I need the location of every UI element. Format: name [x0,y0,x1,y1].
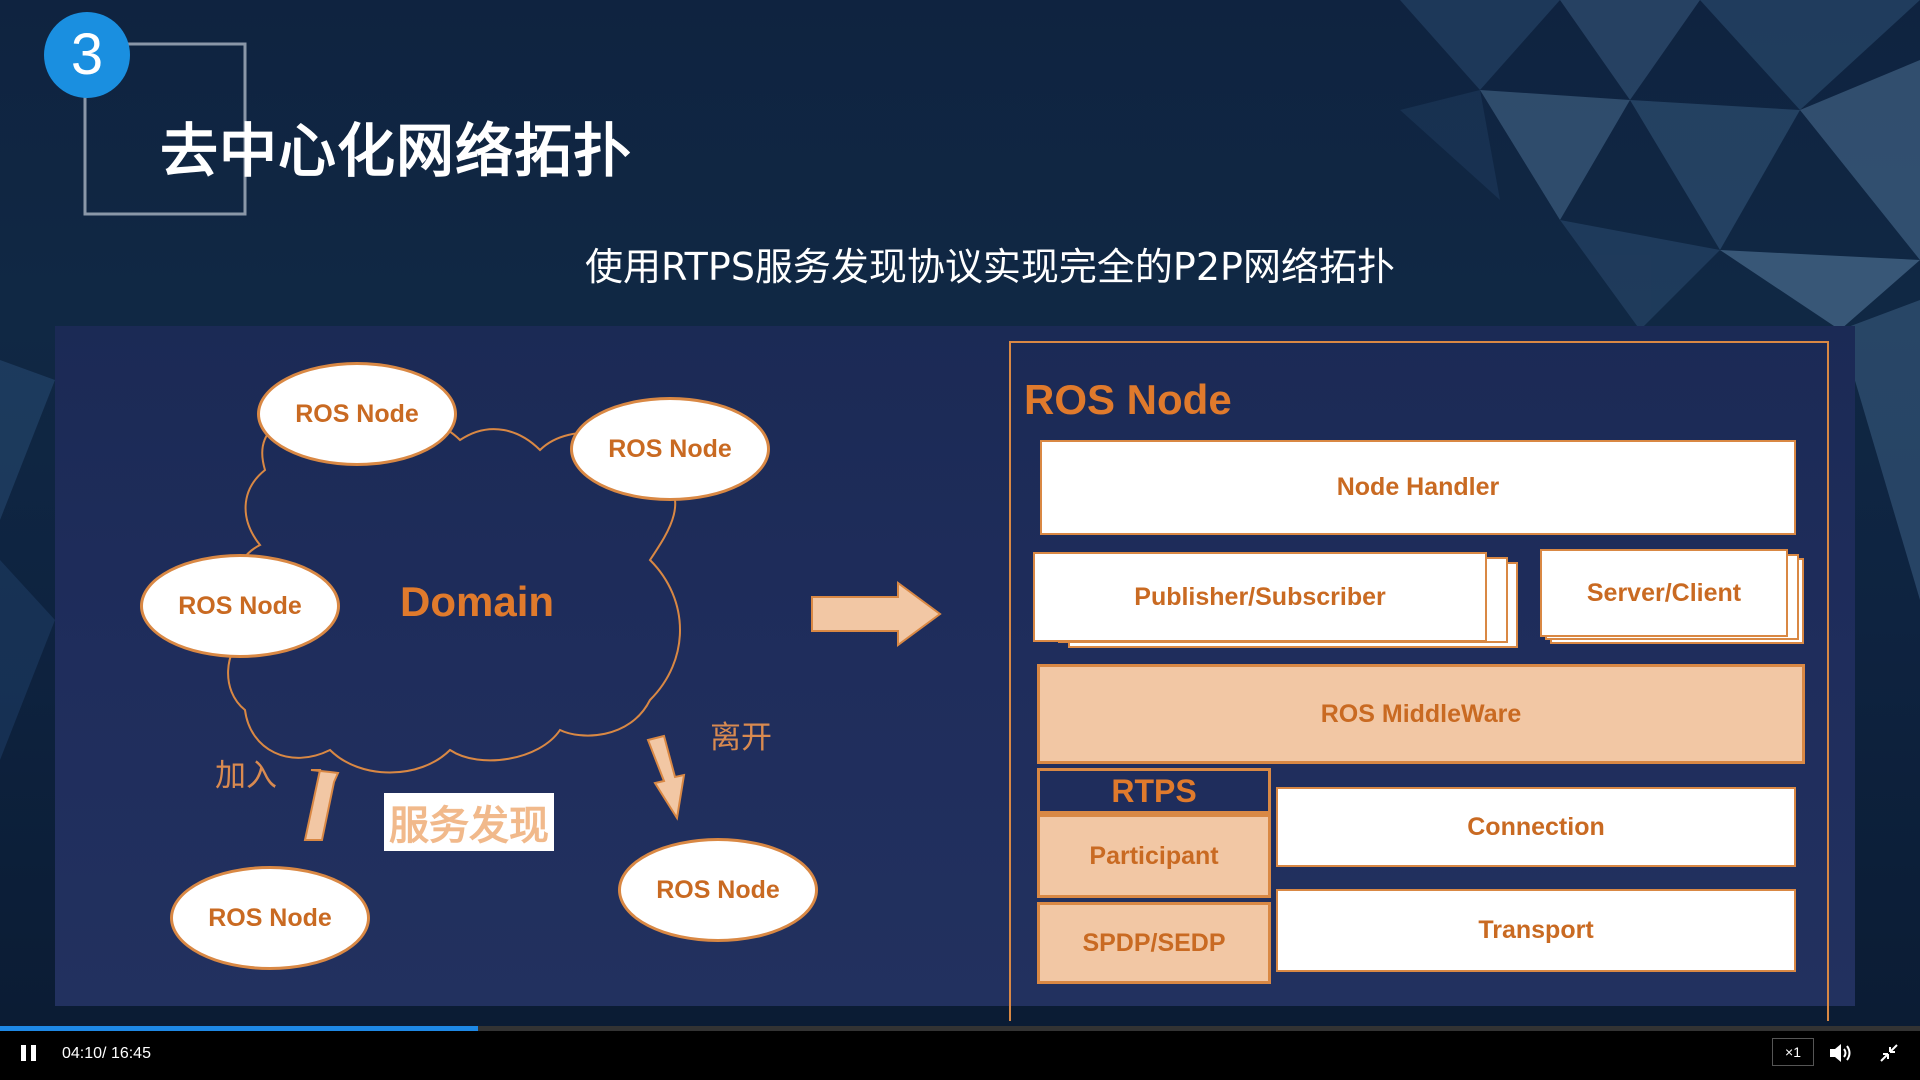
participant-box: Participant [1037,814,1271,898]
ros-node-ellipse: ROS Node [170,866,370,970]
ros-node-title: ROS Node [1024,376,1232,423]
slide-number-badge: 3 [44,12,130,98]
pause-icon [21,1045,36,1061]
server-client-box: Server/Client [1540,549,1788,637]
exit-fullscreen-button[interactable] [1878,1042,1900,1064]
connection-box: Connection [1276,787,1796,867]
ros-node-ellipse: ROS Node [257,362,457,466]
exit-fullscreen-icon [1880,1044,1898,1062]
up-arrow-icon [303,769,340,841]
service-discovery-label: 服务发现 [384,793,554,851]
domain-label: Domain [400,578,555,625]
domain-cloud-diagram [227,410,942,841]
progress-fill [0,1026,479,1031]
volume-icon [1830,1044,1851,1062]
slide-subtitle: 使用RTPS服务发现协议实现完全的P2P网络拓扑 [585,245,1395,289]
spdp-sedp-box: SPDP/SEDP [1037,902,1271,984]
down-arrow-icon [646,734,686,821]
node-handler-box: Node Handler [1040,440,1796,535]
ros-node-ellipse: ROS Node [618,838,818,942]
slide-title: 去中心化网络拓扑 [160,117,633,185]
current-time: 04:10 [62,1045,103,1062]
time-separator: / [102,1045,111,1062]
duration: 16:45 [110,1045,151,1062]
domain-cloud [227,410,681,774]
ros-node-frame [1009,341,1829,1021]
progress-track[interactable] [0,1026,1920,1031]
right-arrow-icon [811,581,942,647]
slide: 3 去中心化网络拓扑 使用RTPS服务发现协议实现完全的P2P网络拓扑 ROS … [0,0,1920,1026]
publisher-subscriber-box: Publisher/Subscriber [1033,552,1487,642]
transport-box: Transport [1276,889,1796,972]
volume-button[interactable] [1828,1041,1854,1065]
player-controls: 04:10/ 16:45 ×1 [0,1026,1920,1080]
pause-button[interactable] [20,1043,38,1063]
join-label: 加入 [215,758,277,794]
time-display: 04:10/ 16:45 [62,1045,151,1063]
slide-background [0,0,1920,760]
title-frame [83,42,247,216]
playback-speed-button[interactable]: ×1 [1772,1038,1814,1066]
leave-label: 离开 [710,720,772,756]
ros-node-ellipse: ROS Node [140,554,340,658]
rtps-title: RTPS [1037,768,1271,814]
ros-node-ellipse: ROS Node [570,397,770,501]
middleware-box: ROS MiddleWare [1037,664,1805,764]
